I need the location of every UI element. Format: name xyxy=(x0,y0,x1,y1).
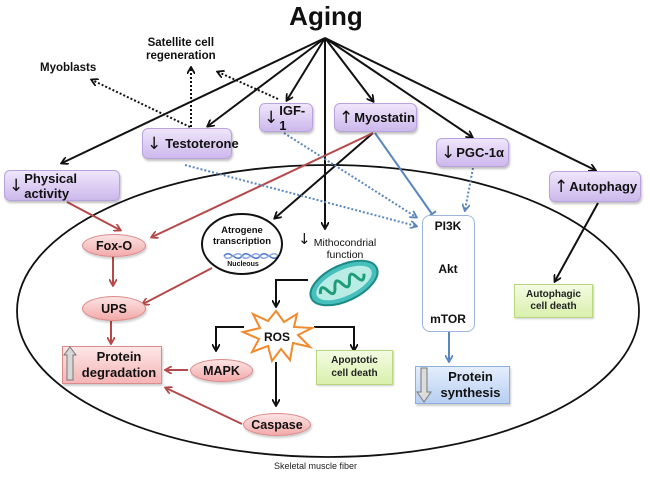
arrow-myostatin-nucleus xyxy=(275,132,374,218)
label-block: Protein degradation xyxy=(82,349,156,380)
mito-direction-icon: ↓ xyxy=(298,230,311,248)
arrow-aging-pgc1a xyxy=(324,37,472,137)
muscle-fiber-outline xyxy=(16,164,640,458)
down-arrow-icon: ↓ xyxy=(264,107,279,128)
label-myoblasts: Myoblasts xyxy=(40,62,97,74)
arrow-aging-testoterone xyxy=(208,37,326,126)
dotted-blue-arrows xyxy=(184,132,474,226)
inhibit-myostatin-pi3k xyxy=(374,132,437,218)
arrow-pgc1a-pi3k xyxy=(465,167,474,210)
arrow-mito-ros xyxy=(276,279,308,306)
arrow-aging-autophagy xyxy=(324,37,595,170)
factor-label: Physical activity xyxy=(24,170,78,201)
node-protein-synthesis[interactable]: Protein synthesis xyxy=(415,366,510,404)
label-line: Mithocondrial xyxy=(313,237,377,249)
label-line: synthesis xyxy=(440,385,501,400)
pi3k-akt-mtor-box xyxy=(422,215,475,332)
arrow-nucleus-ups xyxy=(143,267,213,304)
node-mapk[interactable]: MAPK xyxy=(190,359,253,382)
node-ups[interactable]: UPS xyxy=(82,296,146,321)
label-line: Apoptotic xyxy=(331,355,378,366)
node-caspase[interactable]: Caspase xyxy=(243,413,311,436)
factor-label: IGF-1 xyxy=(279,102,306,133)
ros-burst xyxy=(239,309,316,364)
arrow-testoterone-myoblasts xyxy=(92,80,191,128)
aging-arrows xyxy=(62,37,599,405)
factor-igf-1[interactable]: ↓ IGF-1 xyxy=(259,102,313,133)
nucleus-oval xyxy=(201,213,283,275)
factor-physical-activity[interactable]: ↓ Physical activity xyxy=(4,170,120,201)
arrow-ros-apoptotic xyxy=(314,326,354,350)
factor-myostatin[interactable]: ↑ Myostatin xyxy=(334,103,417,132)
label-line: Protein xyxy=(96,349,142,365)
label-skeletal-muscle-fiber: Skeletal muscle fiber xyxy=(274,461,358,471)
label-line: cell death xyxy=(530,301,577,312)
label-block: Apoptotic cell death xyxy=(331,355,378,380)
down-arrow-icon: ↓ xyxy=(9,175,24,196)
mito-function-label: Mithocondrial function xyxy=(309,237,381,261)
label-line: cell death xyxy=(331,367,378,379)
arrow-igf1-regeneration xyxy=(218,72,279,100)
down-arrow-icon: ↓ xyxy=(147,133,162,154)
node-pi3k[interactable]: PI3K xyxy=(434,219,462,233)
node-akt[interactable]: Akt xyxy=(438,262,458,276)
label-line: regeneration xyxy=(146,50,216,63)
factor-pgc-1a[interactable]: ↓ PGC-1α xyxy=(436,138,509,167)
down-fat-arrow-icon xyxy=(416,367,432,403)
title-aging: Aging xyxy=(289,1,363,31)
factor-label: PGC-1α xyxy=(456,145,504,160)
label-line: Satellite cell xyxy=(147,37,215,49)
arrow-autophagy-death xyxy=(555,202,599,281)
label-block: Protein synthesis xyxy=(441,369,501,400)
arrow-physical-foxo xyxy=(66,201,120,230)
arrow-ros-mapk xyxy=(216,326,244,350)
down-arrow-icon: ↓ xyxy=(441,142,456,163)
label-line: Autophagic xyxy=(526,288,581,300)
factor-label: Autophagy xyxy=(569,179,638,194)
factor-label: Testoterone xyxy=(165,136,239,151)
red-arrows xyxy=(66,132,374,425)
mitochondrion-icon xyxy=(309,259,379,307)
arrow-aging-physical xyxy=(62,37,326,163)
arrow-aging-myostatin xyxy=(324,37,373,101)
label-block: Autophagic cell death xyxy=(526,289,581,314)
regeneration-arrows xyxy=(92,68,279,128)
factor-testoterone[interactable]: ↓ Testoterone xyxy=(142,128,239,159)
node-autophagic-cell-death[interactable]: Autophagic cell death xyxy=(514,284,593,318)
dna-icon xyxy=(223,253,279,259)
node-fox-o[interactable]: Fox-O xyxy=(82,234,146,257)
up-fat-arrow-icon xyxy=(63,346,77,381)
label-line: function xyxy=(326,249,364,262)
up-arrow-icon: ↑ xyxy=(554,176,569,197)
node-ros[interactable]: ROS xyxy=(263,330,290,344)
nucleus-caption: Nucleous xyxy=(227,261,259,268)
label-line: degradation xyxy=(81,365,157,380)
up-arrow-icon: ↑ xyxy=(339,107,354,128)
factor-label: Myostatin xyxy=(354,110,415,125)
label-line: Protein xyxy=(448,369,493,385)
node-protein-degradation[interactable]: Protein degradation xyxy=(62,346,162,384)
arrow-igf1-pi3k xyxy=(283,132,416,217)
node-mtor[interactable]: mTOR xyxy=(430,312,466,326)
arrow-caspase-degradation xyxy=(166,388,243,425)
nucleus-label: Atrogene transcription xyxy=(205,225,279,248)
label-line: Atrogene xyxy=(221,225,263,236)
factor-autophagy[interactable]: ↑ Autophagy xyxy=(549,171,641,202)
node-apoptotic-cell-death[interactable]: Apoptotic cell death xyxy=(316,350,393,385)
label-line: transcription xyxy=(212,235,272,247)
arrow-aging-igf1 xyxy=(287,37,326,100)
label-satellite-regeneration: Satellite cell regeneration xyxy=(146,37,216,63)
